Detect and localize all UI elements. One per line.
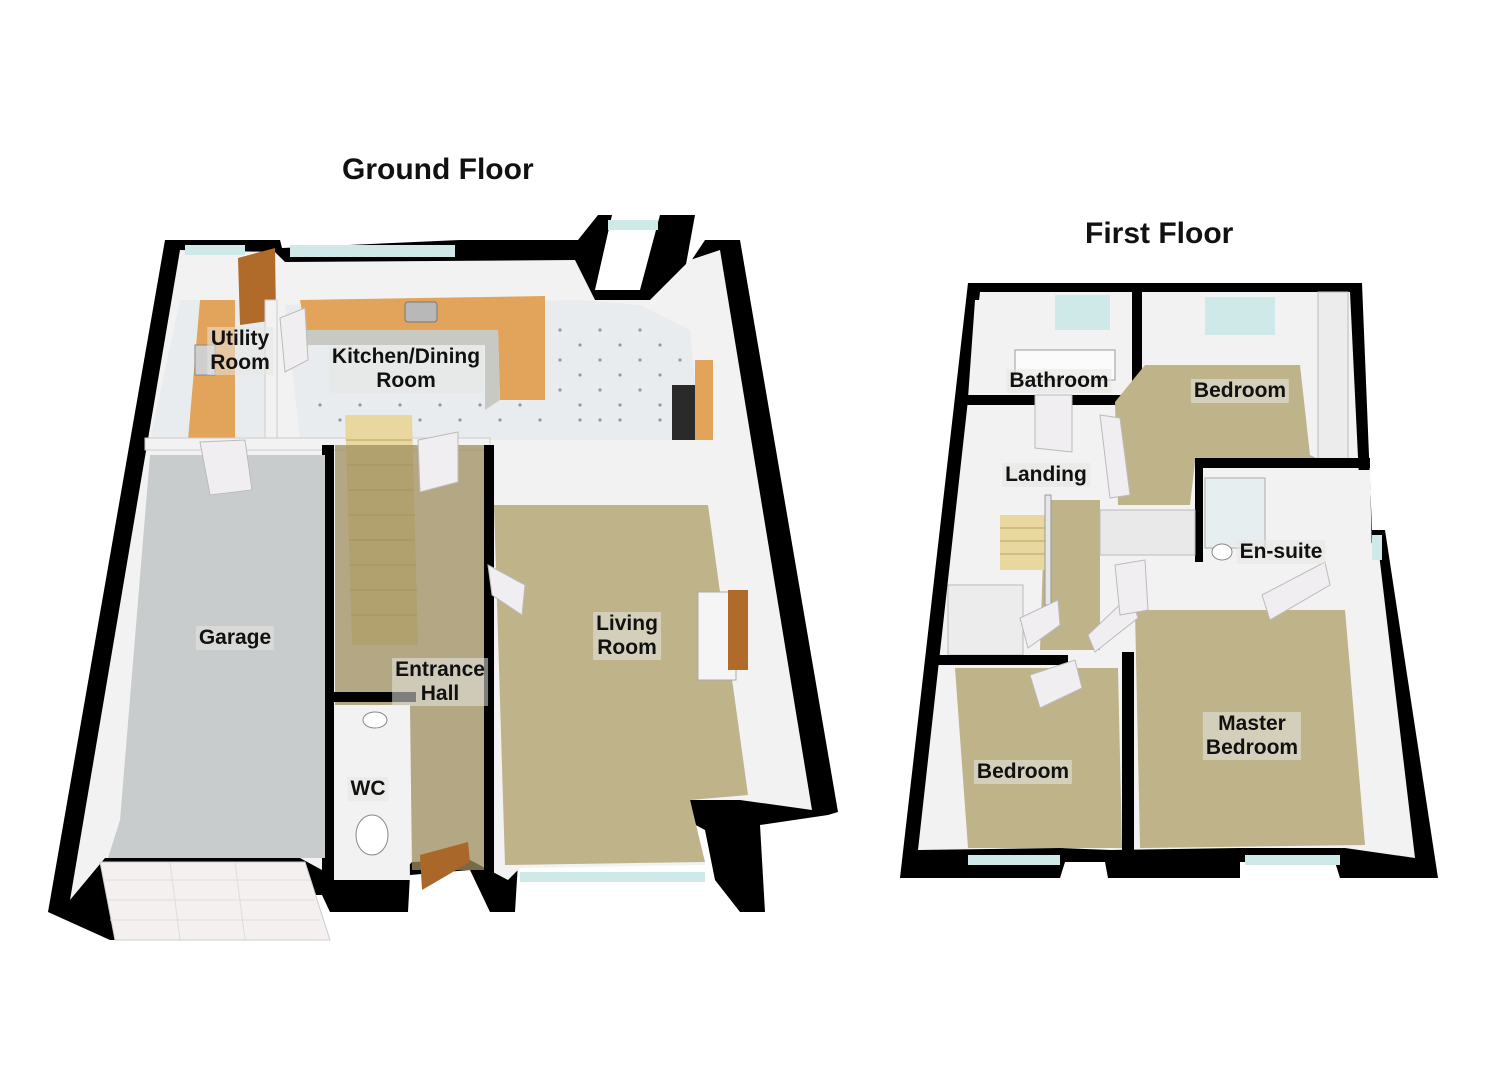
bathroom-door bbox=[1034, 394, 1073, 453]
garage-door bbox=[99, 861, 331, 941]
garage-floor bbox=[108, 455, 325, 858]
ensuite-shower bbox=[1204, 477, 1266, 549]
room-label-garage: Garage bbox=[195, 626, 275, 650]
garage-door-panels bbox=[105, 861, 320, 941]
entrance-hall-floor bbox=[335, 445, 484, 870]
ground-floor-plan bbox=[48, 215, 838, 941]
hall-kitchen-door bbox=[417, 431, 459, 493]
kitchen-floor-pattern bbox=[318, 328, 682, 422]
bathroom-window bbox=[1055, 295, 1110, 330]
room-label-ensuite: En-suite bbox=[1236, 540, 1326, 564]
bedroom-front-wall-right bbox=[1122, 652, 1134, 857]
first-stairs bbox=[1000, 515, 1045, 570]
room-label-bedroom-rear: Bedroom bbox=[1190, 379, 1290, 403]
first-floor-title: First Floor bbox=[1085, 217, 1234, 250]
bathroom-wall-right bbox=[1132, 283, 1142, 398]
front-door bbox=[420, 842, 470, 890]
small-cupboard bbox=[947, 584, 1024, 656]
wall-hall-living bbox=[484, 445, 494, 875]
kitchen-cabinets bbox=[305, 330, 500, 410]
first-floor-plan bbox=[900, 283, 1438, 878]
bedroom-rear-door bbox=[1099, 414, 1131, 499]
landing-cupboard-door bbox=[1114, 559, 1149, 616]
living-front-window bbox=[520, 872, 705, 882]
kitchen-sink bbox=[404, 301, 438, 323]
ensuite-toilet bbox=[1211, 543, 1233, 561]
bedroom-wall-bottom bbox=[1195, 458, 1370, 468]
utility-door bbox=[199, 439, 253, 496]
room-label-wc: WC bbox=[347, 777, 389, 801]
living-room-floor bbox=[494, 505, 748, 865]
living-hearth bbox=[728, 590, 748, 670]
bedroom-front-door bbox=[1029, 659, 1083, 709]
kitchen-window-bay bbox=[608, 220, 658, 230]
bedroom-rear-wardrobes bbox=[1317, 291, 1349, 461]
ground-floor-title: Ground Floor bbox=[342, 153, 534, 186]
room-label-living: Living Room bbox=[593, 612, 661, 660]
kitchen-counter-right bbox=[695, 360, 713, 440]
room-label-entrance: Entrance Hall bbox=[392, 658, 488, 706]
room-label-master: Master Bedroom bbox=[1202, 712, 1302, 760]
bedroom-front-window bbox=[968, 855, 1060, 865]
wc-toilet bbox=[355, 814, 389, 856]
bedroom-front-wall-top bbox=[938, 655, 1068, 665]
ensuite-window bbox=[1372, 535, 1382, 560]
wc-basin bbox=[362, 711, 388, 729]
room-label-bathroom: Bathroom bbox=[1006, 369, 1112, 393]
bedroom-rear-window bbox=[1205, 297, 1275, 335]
ensuite-wall-left bbox=[1195, 462, 1203, 562]
wc-wall bbox=[328, 692, 416, 702]
utility-window bbox=[185, 245, 245, 255]
ensuite-door bbox=[1261, 561, 1331, 621]
master-window bbox=[1245, 855, 1340, 865]
room-label-utility: Utility Room bbox=[207, 327, 273, 375]
room-label-landing: Landing bbox=[1002, 463, 1090, 487]
first-stair-treads bbox=[1000, 527, 1045, 555]
kitchen-worktop bbox=[300, 296, 545, 400]
living-door bbox=[487, 564, 526, 616]
room-label-kitchen: Kitchen/Dining Room bbox=[328, 345, 484, 393]
cupboard-door bbox=[1019, 599, 1061, 649]
kitchen-window-left bbox=[290, 245, 455, 257]
kitchen-door bbox=[279, 307, 309, 373]
bedroom-front-floor bbox=[955, 668, 1122, 848]
landing-banister bbox=[1044, 494, 1052, 606]
landing-cupboard bbox=[1099, 509, 1196, 556]
room-label-bedroom-front: Bedroom bbox=[973, 760, 1073, 784]
